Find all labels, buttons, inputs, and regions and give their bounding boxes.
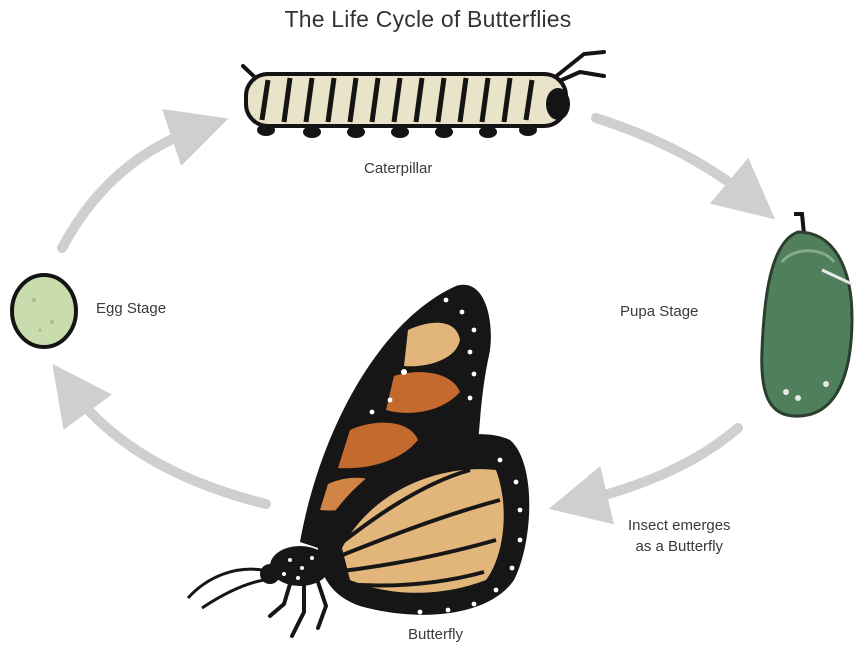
arrow-caterpillar-to-pupa [596,118,752,200]
chrysalis-icon [762,214,852,416]
label-emerge-line2: as a Butterfly [628,536,731,557]
label-emerge-line1: Insect emerges [628,515,731,536]
label-pupa-stage: Pupa Stage [620,303,698,320]
label-butterfly: Butterfly [408,626,463,643]
butterfly-icon [188,285,529,636]
label-insect-emerges: Insect emerges as a Butterfly [628,515,731,557]
arrow-butterfly-to-egg [70,388,266,504]
egg-icon [12,275,76,347]
arrow-egg-to-caterpillar [62,128,200,248]
arrow-pupa-to-emerge [578,428,738,502]
label-caterpillar: Caterpillar [364,160,432,177]
caterpillar-icon [243,52,604,138]
label-egg-stage: Egg Stage [96,300,166,317]
